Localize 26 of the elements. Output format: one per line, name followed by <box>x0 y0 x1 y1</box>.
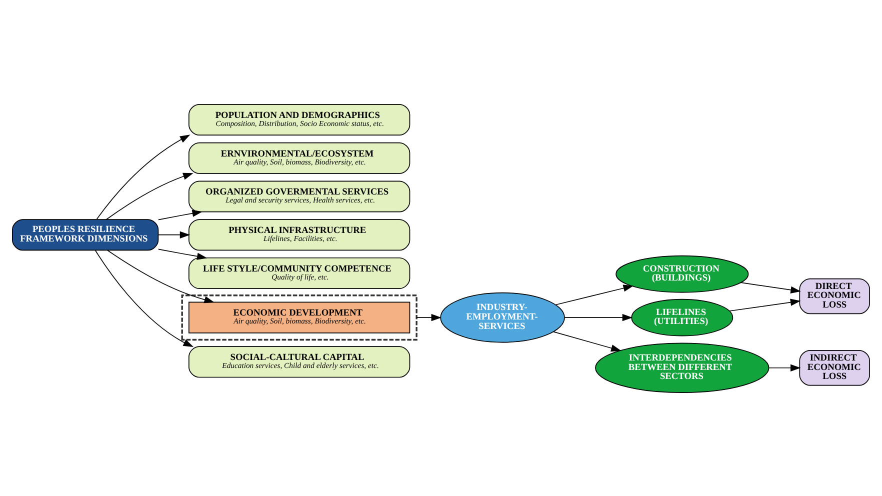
arrow <box>94 250 194 347</box>
node-box: PEOPLES RESILIENCE FRAMEWORK DIMENSIONS <box>12 218 159 250</box>
arrow <box>96 134 190 220</box>
node-box: LIFE STYLE/COMMUNITY COMPETENCE Quality of life, etc. <box>188 256 410 288</box>
arrow <box>564 313 633 321</box>
node-box: DIRECT ECONOMIC LOSS <box>799 278 870 314</box>
arrow <box>729 298 801 311</box>
arrow <box>555 284 634 305</box>
arrow <box>416 313 442 321</box>
arrow <box>768 364 801 371</box>
arrow <box>158 230 190 238</box>
node-ellipse: LIFELINES (UTILITIES) <box>631 298 734 336</box>
node-ellipse: INDUSTRY-EMPLOYMENT-SERVICES <box>440 292 565 342</box>
node-box: ERNVIRONMENTAL/ECOSYSTEM Air quality, Soil, biomass, Biodiversity, etc. <box>188 142 410 174</box>
node-box: POPULATION AND DEMOGRAPHICS Composition, Distribution, Socio Economic status, etc. <box>188 103 410 136</box>
arrow <box>107 249 215 303</box>
node-box: INDIRECT ECONOMIC LOSS <box>799 349 870 386</box>
arrow <box>158 209 203 220</box>
node-box: SOCIAL-CALTURAL CAPITAL Education services, Child and elderly services, etc. <box>188 346 410 378</box>
node-box: ECONOMIC DEVELOPMENT Air quality, Soil, biomass, Biodiversity, etc. <box>188 301 410 333</box>
node-box: PHYSICAL INFRASTRUCTURE Lifelines, Facilities, etc. <box>188 218 410 250</box>
arrow <box>553 330 622 352</box>
arrow <box>740 282 801 293</box>
arrow <box>158 248 208 260</box>
node-box: ORGANIZED GOVERMENTAL SERVICES Legal and security services, Health services, etc. <box>188 180 410 212</box>
arrow <box>106 172 194 220</box>
